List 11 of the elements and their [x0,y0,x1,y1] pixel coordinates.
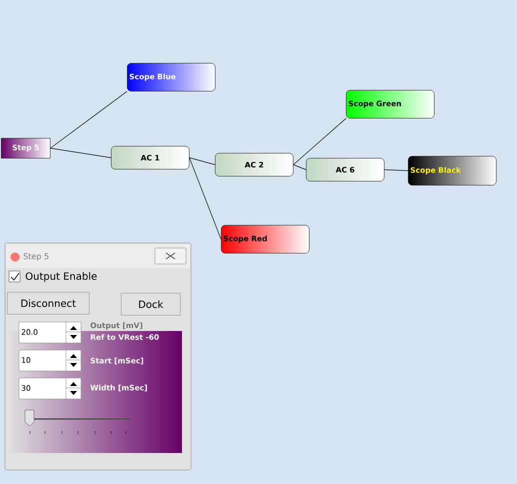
connector-line [293,164,306,170]
connector-line [189,157,222,240]
checkbox-label: Output Enable [26,272,97,282]
dock-button: Dock [121,293,180,316]
connector-line [50,148,112,158]
connector-line [384,169,408,171]
title-text: Step 5 [24,253,48,261]
connector-line [50,91,128,148]
disconnect-button: Disconnect [7,292,90,314]
connector-line [293,118,346,165]
connector-line [189,157,216,165]
